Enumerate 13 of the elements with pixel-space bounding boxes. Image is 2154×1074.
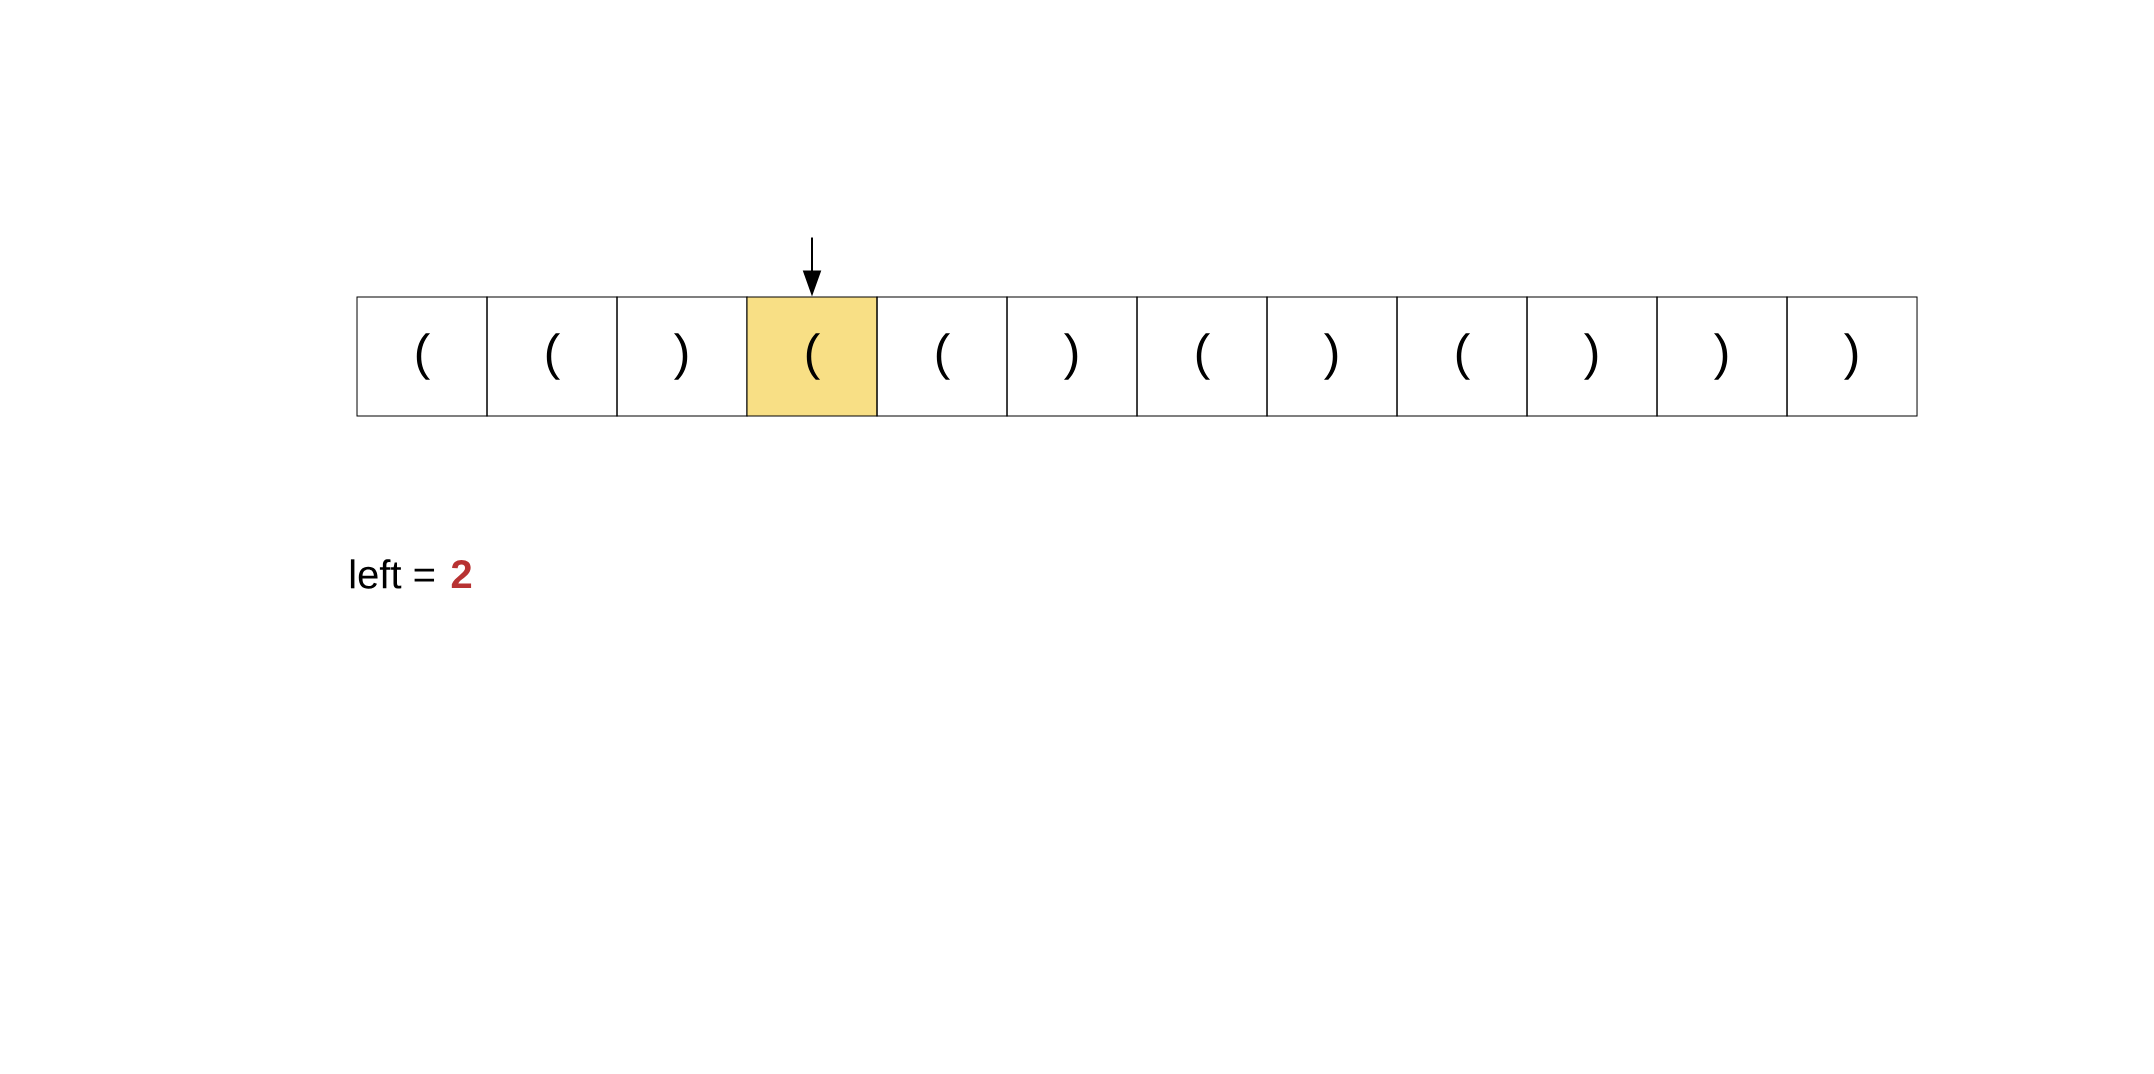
array-cell: (: [1396, 296, 1528, 417]
array-cell: (: [876, 296, 1008, 417]
array-cell: ): [1526, 296, 1658, 417]
array-cell: (: [746, 296, 878, 417]
array-cell: ): [1006, 296, 1138, 417]
array-cell: (: [356, 296, 488, 417]
array-cell: ): [1656, 296, 1788, 417]
variable-value: 2: [451, 560, 472, 588]
array-cell: (: [486, 296, 618, 417]
array-cell: ): [1266, 296, 1398, 417]
array-cell: ): [1786, 296, 1918, 417]
array-cell: (: [1136, 296, 1268, 417]
variable-label: left =: [350, 559, 434, 589]
